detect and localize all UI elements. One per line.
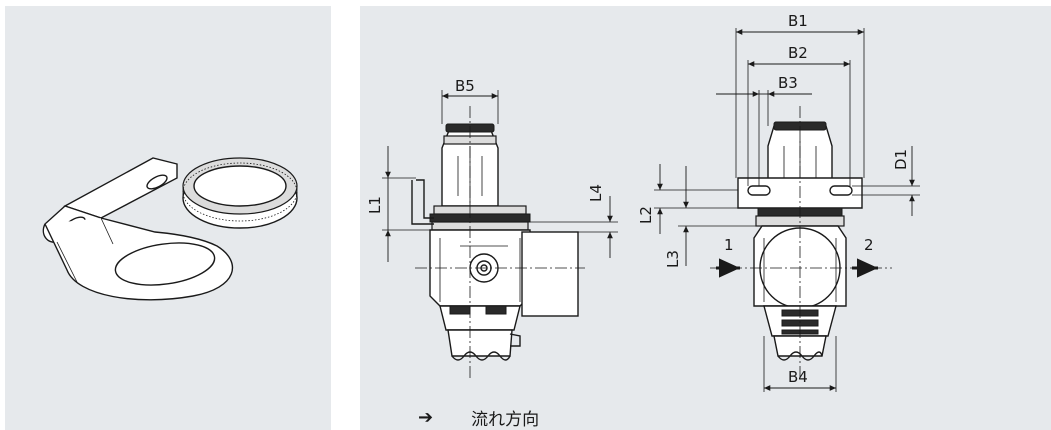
dim-label-b1: B1 bbox=[788, 12, 808, 30]
front-view: 1 2 B1 B2 B3 B4 L2 bbox=[637, 12, 920, 392]
dim-label-l1: L1 bbox=[366, 196, 384, 214]
dim-label-b4: B4 bbox=[788, 368, 808, 386]
bracket-and-nut-illustration bbox=[42, 157, 298, 301]
dim-label-l3: L3 bbox=[664, 250, 682, 268]
flow-direction-label: 流れ方向 bbox=[471, 409, 540, 430]
dim-label-b5: B5 bbox=[455, 77, 475, 95]
dim-label-d1: D1 bbox=[892, 149, 910, 170]
dim-label-b3: B3 bbox=[778, 74, 798, 92]
right-arrow-icon: ➔ bbox=[418, 406, 434, 428]
regulator-dimension-drawing: B5 L1 L4 bbox=[366, 12, 920, 392]
dim-label-b2: B2 bbox=[788, 44, 808, 62]
dim-label-l2: L2 bbox=[637, 206, 655, 224]
flow-direction-legend: ➔ 流れ方向 bbox=[418, 404, 539, 430]
lock-nut bbox=[182, 157, 298, 229]
accessory-panel bbox=[5, 6, 331, 430]
dim-label-l4: L4 bbox=[587, 184, 605, 202]
mounting-bracket bbox=[42, 157, 234, 301]
dimension-drawing-panel: B5 L1 L4 bbox=[360, 6, 1051, 430]
side-view: B5 L1 L4 bbox=[366, 77, 618, 378]
port-label-inlet: 1 bbox=[724, 236, 734, 254]
port-label-outlet: 2 bbox=[864, 236, 874, 254]
